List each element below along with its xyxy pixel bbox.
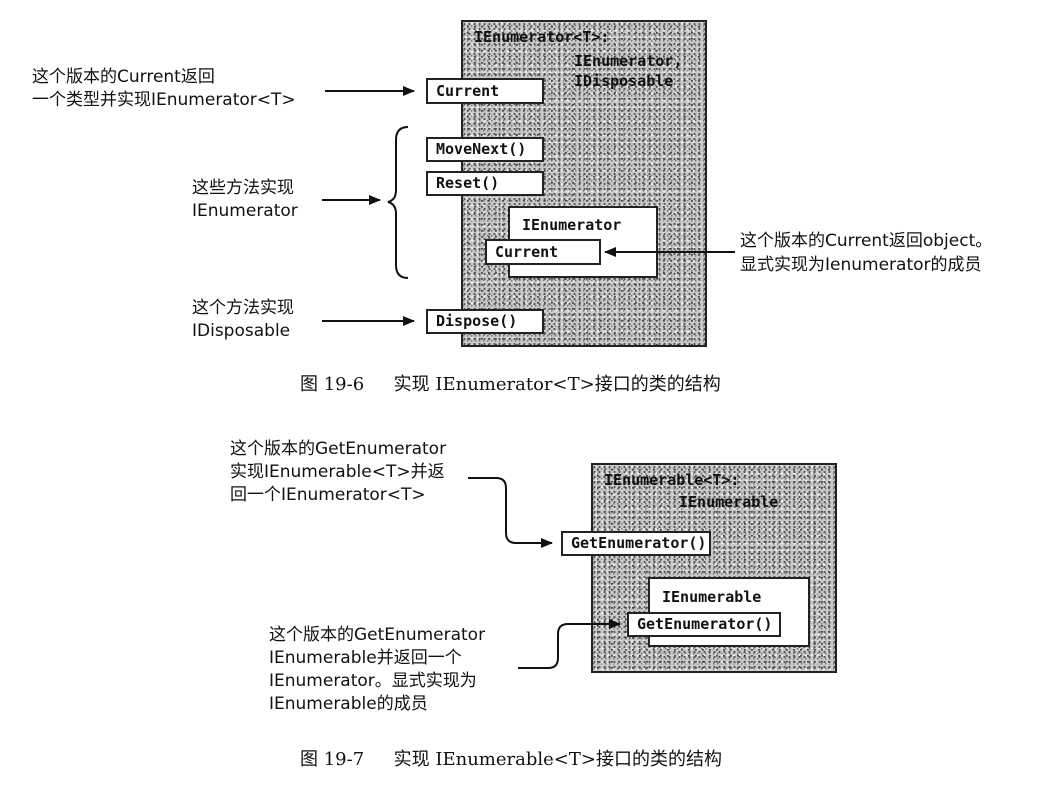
note-explicit-line1: 这个版本的GetEnumerator	[269, 625, 486, 645]
note-generic-line2: 实现IEnumerable<T>并返	[230, 462, 445, 482]
enumerator-class-header-line1: IEnumerator<T>:	[474, 28, 610, 46]
note-current-line2: 一个类型并实现IEnumerator<T>	[32, 90, 296, 110]
note-dispose-line1: 这个方法实现	[192, 298, 294, 318]
note-generic-line1: 这个版本的GetEnumerator	[230, 439, 447, 459]
explicit-current-member-box: Current	[485, 239, 601, 265]
note-explicit-line4: IEnumerable的成员	[269, 694, 428, 714]
caption-number: 图 19-6	[300, 374, 365, 395]
ienumerable-explicit-title: IEnumerable	[662, 588, 762, 606]
figure-caption-19-6: 图 19-6 实现 IEnumerator<T>接口的类的结构	[300, 370, 721, 396]
figure-caption-19-7: 图 19-7 实现 IEnumerable<T>接口的类的结构	[300, 745, 722, 771]
explicit-getenumerator-member-box: GetEnumerator()	[627, 612, 781, 637]
reset-member-box: Reset()	[426, 171, 544, 196]
dispose-member-box: Dispose()	[426, 309, 544, 334]
ienumerator-explicit-title: IEnumerator	[522, 216, 622, 234]
note-current-line1: 这个版本的Current返回	[32, 67, 215, 87]
movenext-member-box: MoveNext()	[426, 137, 544, 162]
note-explicit-line3: IEnumerator。显式实现为	[269, 671, 477, 691]
enumerator-class-header-line3: IDisposable	[574, 72, 674, 90]
getenumerator-member-box: GetEnumerator()	[561, 531, 711, 556]
caption-text: 实现 IEnumerator<T>接口的类的结构	[393, 374, 721, 395]
enumerable-class-header-line2: IEnumerable	[679, 493, 779, 511]
note-methods-line1: 这些方法实现	[192, 178, 294, 198]
note-explicit-line2: IEnumerable并返回一个	[269, 648, 462, 668]
arrow-to-getenumerator	[468, 477, 553, 548]
note-object-line2: 显式实现为Ienumerator的成员	[740, 255, 982, 275]
enumerator-class-header-line2: IEnumerator,	[574, 52, 683, 70]
note-object-line1: 这个版本的Current返回object。	[740, 231, 993, 251]
methods-brace	[387, 126, 409, 279]
caption-text: 实现 IEnumerable<T>接口的类的结构	[393, 749, 722, 770]
note-generic-line3: 回一个IEnumerator<T>	[230, 485, 426, 505]
enumerable-class-header-line1: IEnumerable<T>:	[604, 471, 740, 489]
caption-number: 图 19-7	[300, 749, 365, 770]
note-methods-line2: IEnumerator	[192, 201, 298, 221]
current-member-box: Current	[426, 78, 544, 104]
enumerator-class-box	[461, 20, 707, 347]
arrow-to-explicit-getenumerator	[518, 619, 621, 669]
note-dispose-line2: IDisposable	[192, 321, 291, 341]
